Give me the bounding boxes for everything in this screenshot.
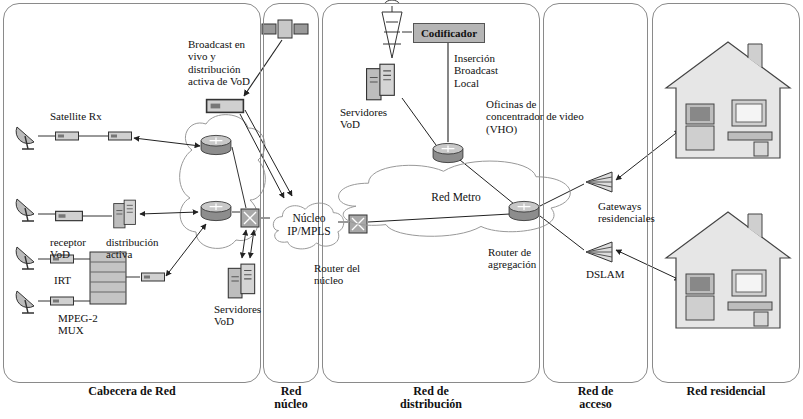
zone-heading: Cabecera de Red xyxy=(62,385,202,398)
equipment-label: receptor VoD xyxy=(50,236,98,261)
cloud-label: Red Metro xyxy=(431,191,481,204)
equipment-label: Broadcast en vivo y distribución activa … xyxy=(188,38,266,88)
equipment-label: MPEG-2 MUX xyxy=(58,312,110,337)
equipment-label: Router del núcleo xyxy=(314,262,366,287)
zone-heading: Red de acceso xyxy=(561,385,631,411)
network-cloud: Núcleo IP/MPLS xyxy=(271,197,347,253)
encoder-box: Codificador xyxy=(413,23,485,43)
network-zone: Red de distribuciónRed MetroCodificador xyxy=(322,3,540,383)
equipment-label: DSLAM xyxy=(586,268,636,280)
encoder-label: Codificador xyxy=(421,27,477,39)
zone-heading: Red de distribución xyxy=(384,385,479,411)
equipment-label: Inserción Broadcast Local xyxy=(454,52,514,89)
network-zone: Red de acceso xyxy=(543,3,648,383)
network-zone: Red núcleoNúcleo IP/MPLS xyxy=(263,3,319,383)
equipment-label: IRT xyxy=(54,274,84,286)
zone-heading: Red núcleo xyxy=(263,385,319,411)
equipment-label: Servidores VoD xyxy=(340,106,396,131)
equipment-label: Oficinas de concentrador de video (VHO) xyxy=(486,98,586,135)
equipment-label: distribución activa xyxy=(106,236,172,261)
equipment-label: Satellite Rx xyxy=(50,110,120,122)
equipment-label: Servidores VoD xyxy=(214,303,270,328)
equipment-label: Router de agregación xyxy=(488,246,550,271)
cloud-label: Núcleo IP/MPLS xyxy=(283,212,335,237)
zone-heading: Red residencial xyxy=(661,385,791,398)
network-zone: Red residencial xyxy=(652,3,800,383)
equipment-label: Gateways residenciales xyxy=(598,200,664,225)
